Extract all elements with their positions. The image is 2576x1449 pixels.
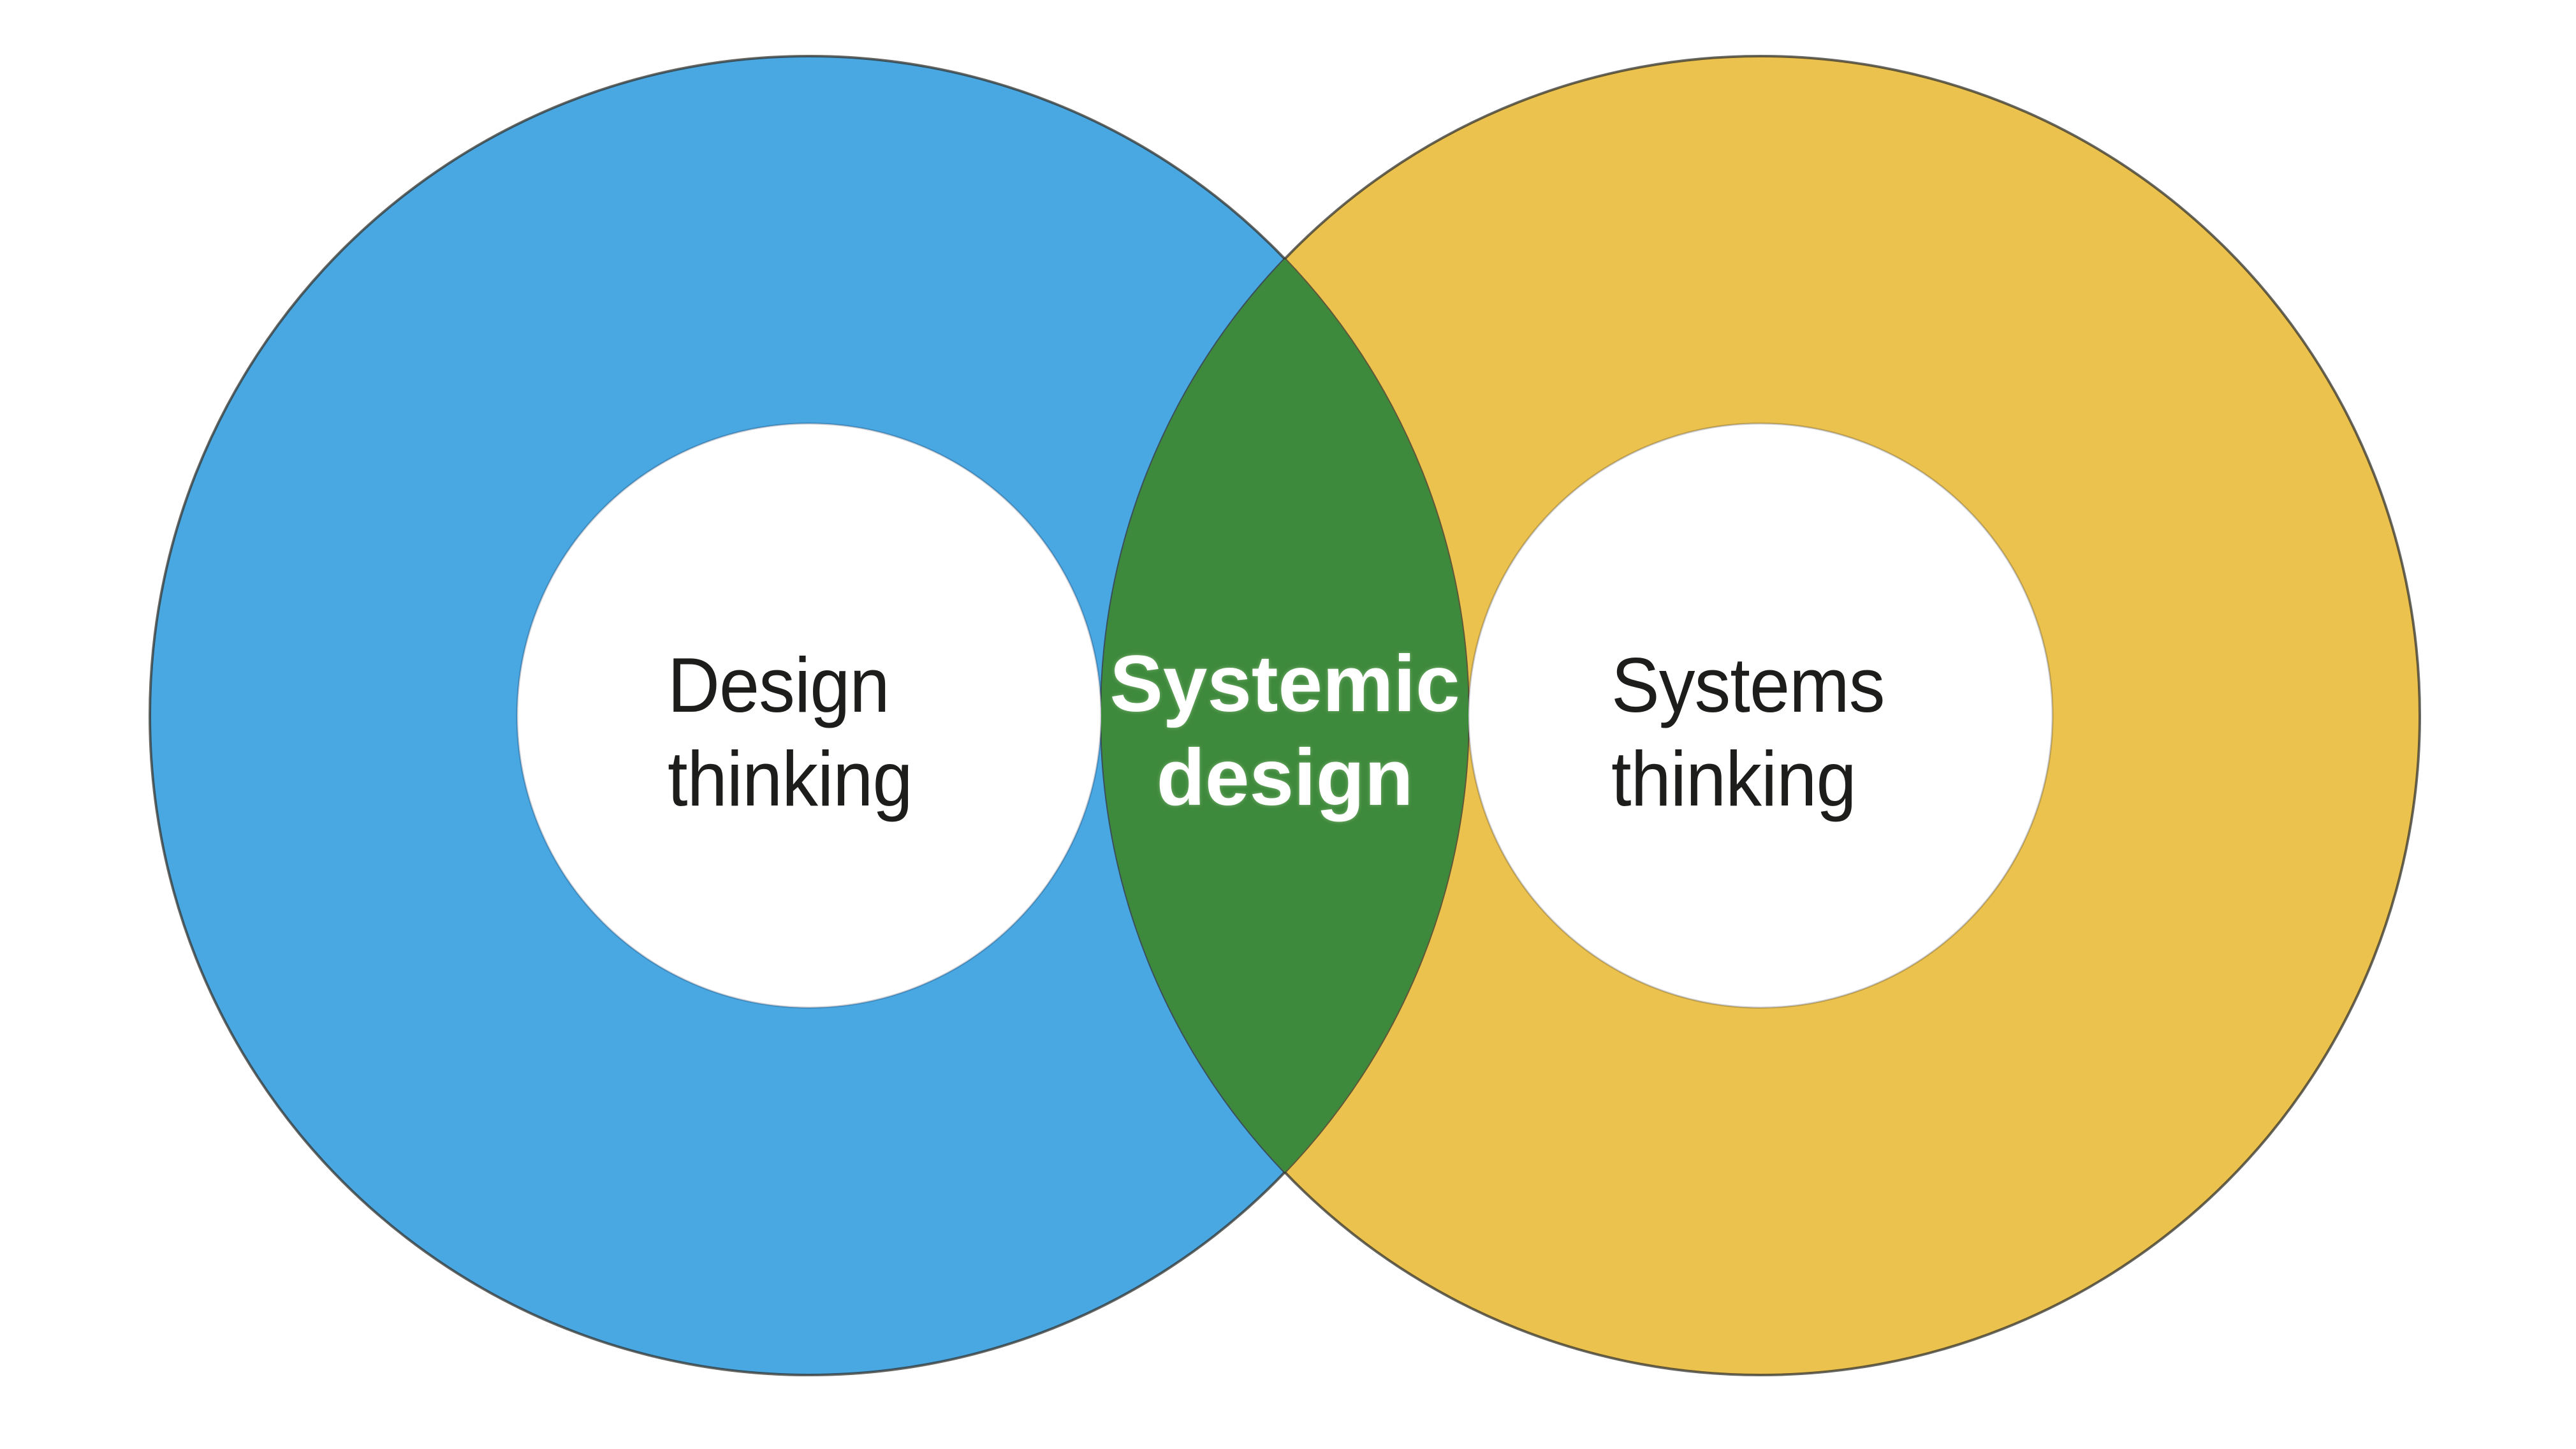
overlap-label-line1: Systemic [1109,640,1460,728]
right-circle-label: Systems thinking [1611,638,1885,826]
left-circle-label-line1: Design [668,642,890,728]
left-circle-label-line2: thinking [668,735,913,822]
overlap-label: Systemic design [1110,637,1460,825]
overlap-label-line2: design [1156,733,1414,822]
right-circle-label-line1: Systems [1611,642,1885,728]
overlap-lens [1101,259,1469,1172]
left-circle-label: Design thinking [668,638,913,826]
right-circle-label-line2: thinking [1611,735,1857,822]
